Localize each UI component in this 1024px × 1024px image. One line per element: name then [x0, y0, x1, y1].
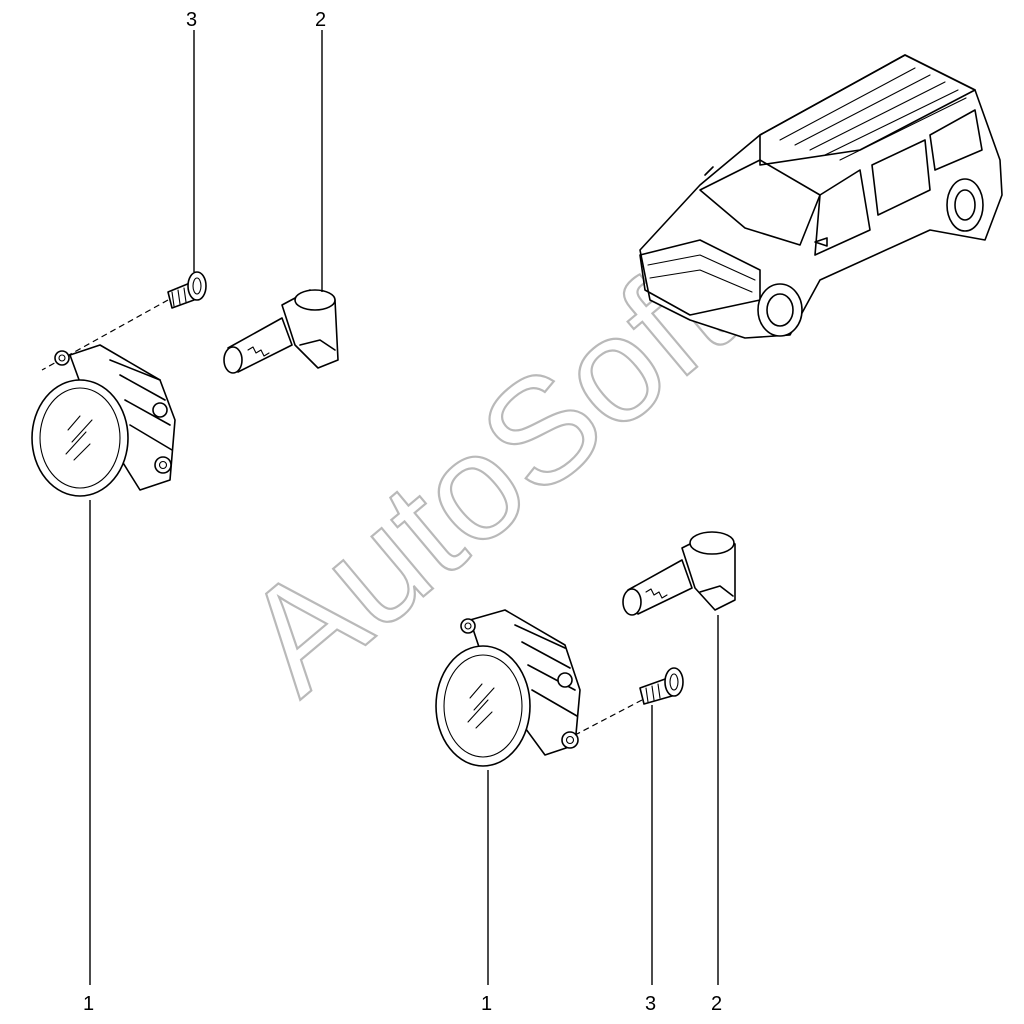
callout-bottom-lamp: 1 — [481, 993, 492, 1015]
callout-top-bulb: 2 — [315, 9, 326, 31]
screw-bottom — [639, 667, 684, 705]
car-illustration — [639, 54, 1003, 339]
callout-bottom-bulb: 2 — [711, 993, 722, 1015]
callout-bottom-screw: 3 — [645, 993, 656, 1015]
fog-lamp-left — [31, 344, 176, 497]
callout-left-lamp: 1 — [83, 993, 94, 1015]
callout-top-screw: 3 — [186, 9, 197, 31]
bulb-bottom — [622, 531, 736, 616]
screw-top — [167, 271, 207, 309]
fog-lamp-bottom — [435, 609, 581, 767]
assembly-line-bottom — [574, 699, 643, 736]
bulb-top — [223, 289, 339, 374]
